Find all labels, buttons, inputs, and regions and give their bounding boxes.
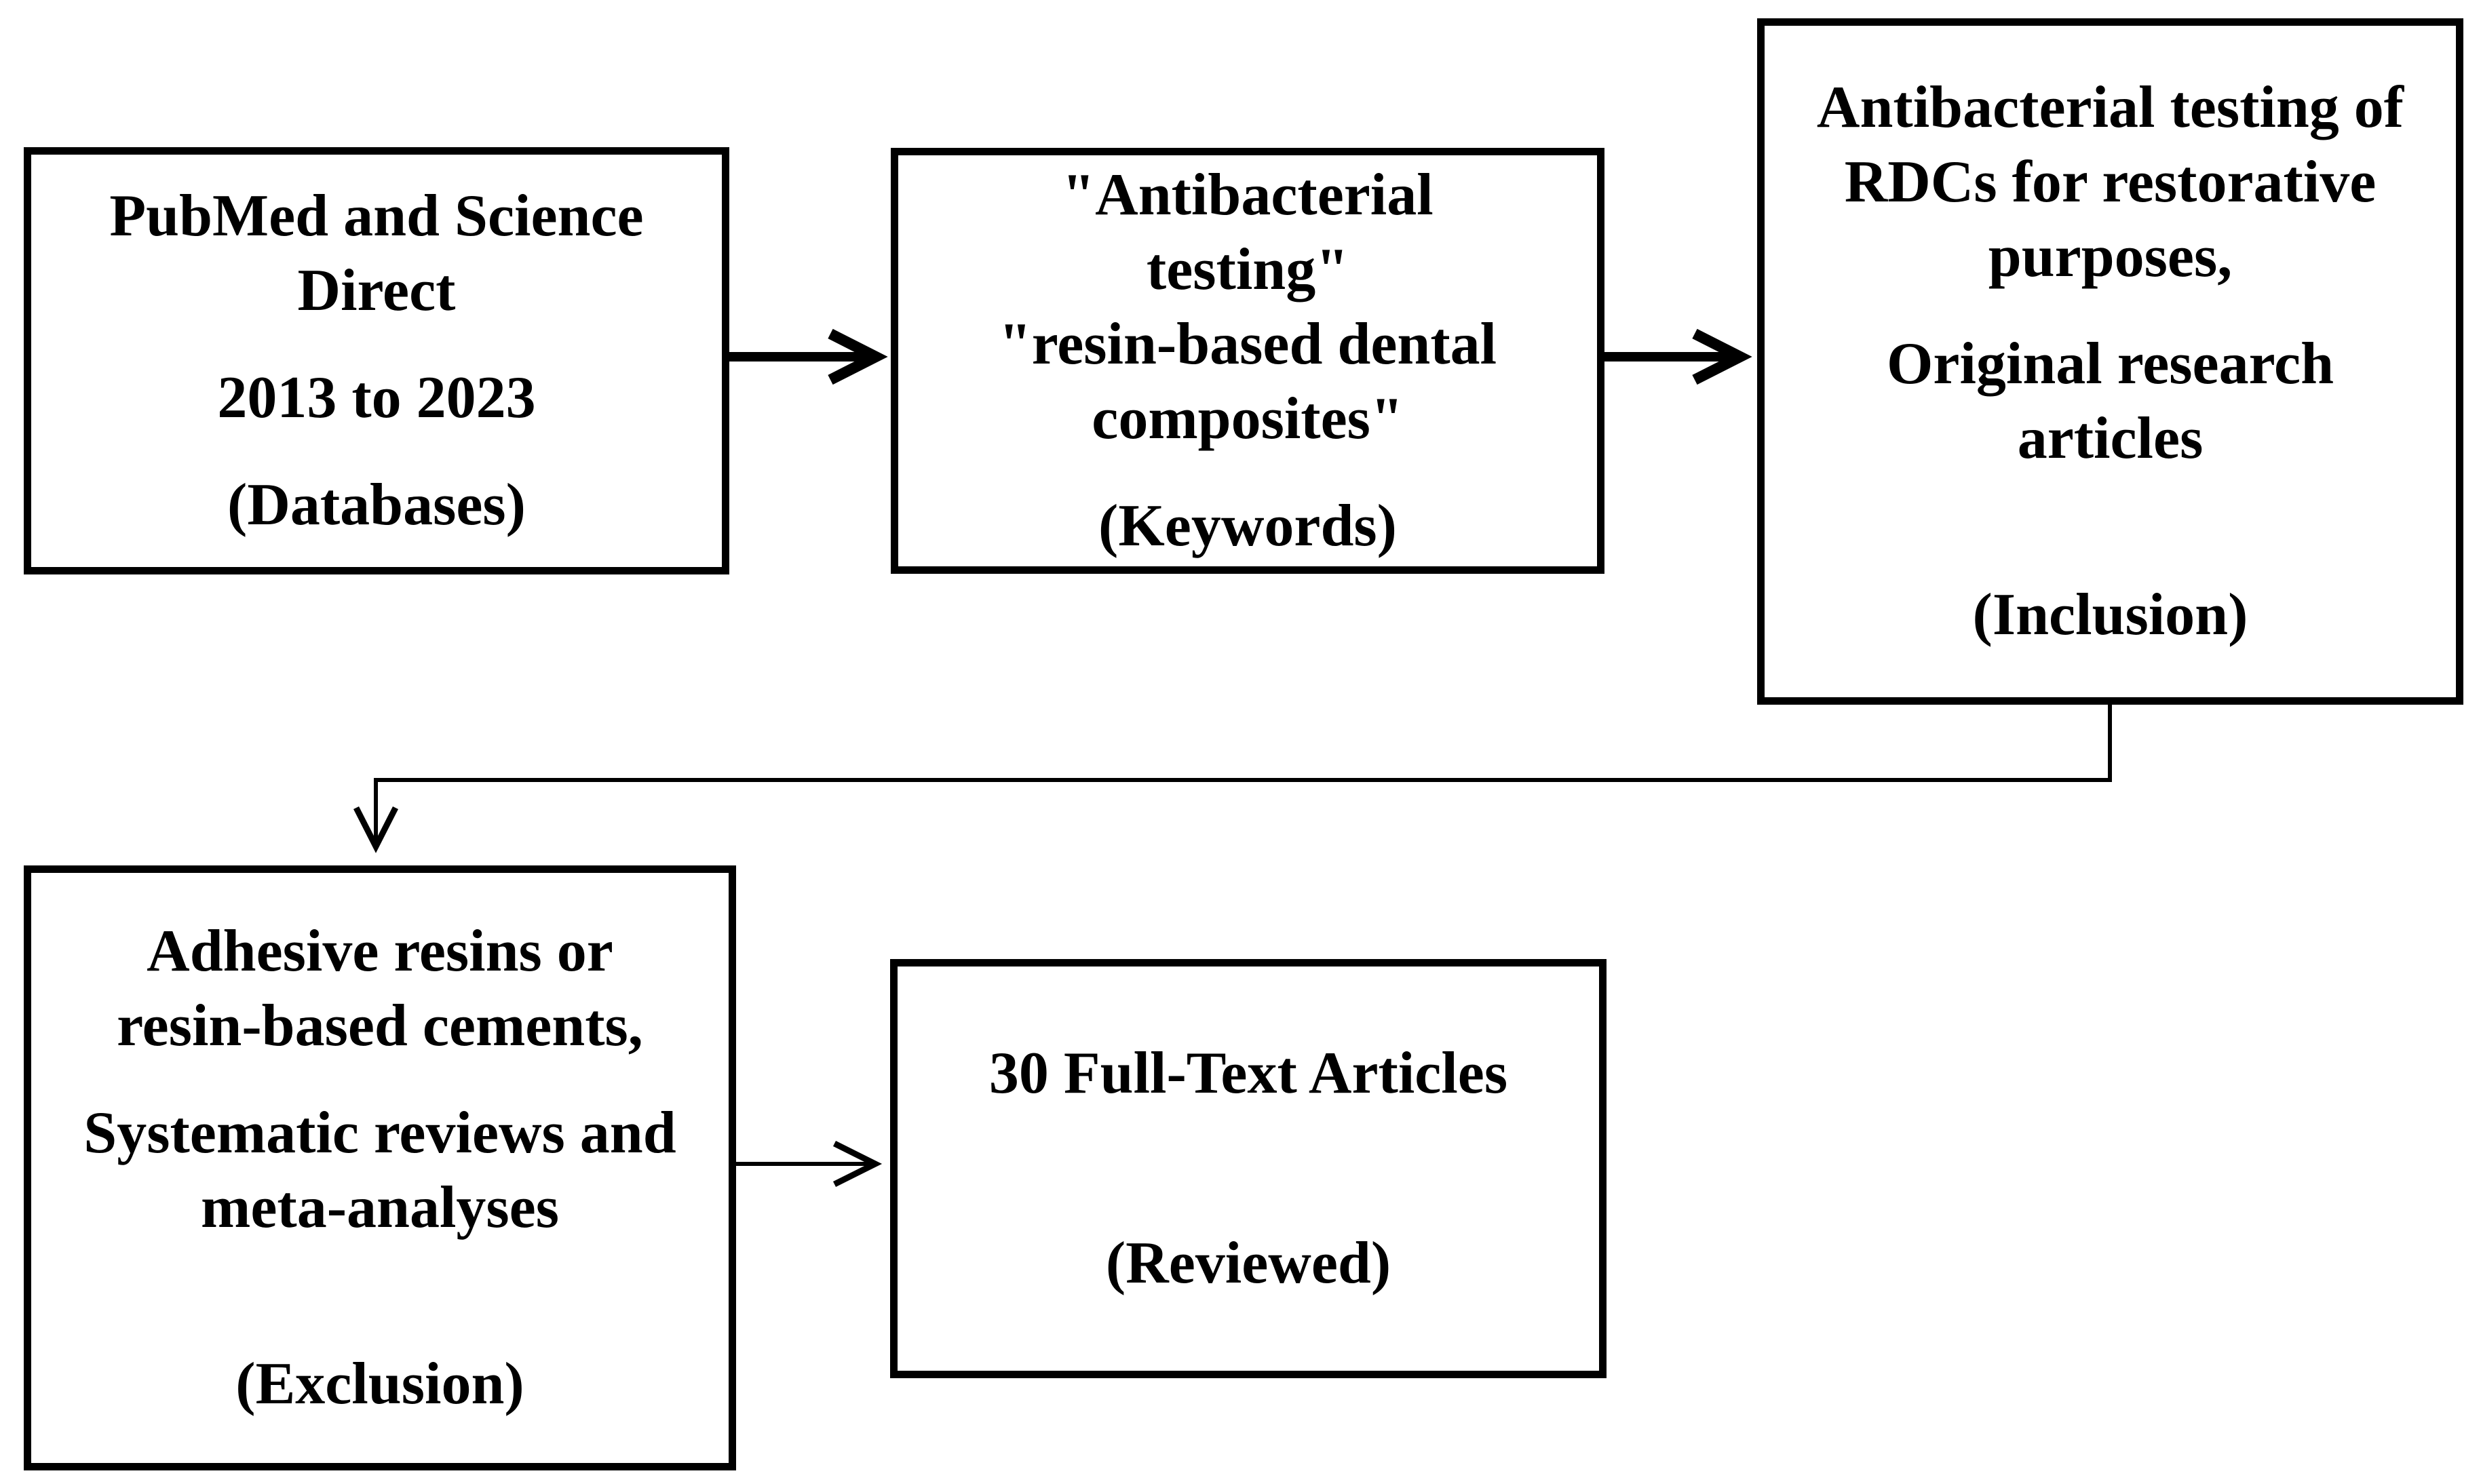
exclusion-stage-label: (Exclusion) xyxy=(235,1351,524,1417)
databases-years: 2013 to 2023 xyxy=(217,365,536,431)
reviewed-count-line: 30 Full-Text Articles xyxy=(988,1040,1508,1106)
inclusion-stage-label: (Inclusion) xyxy=(1972,582,2248,648)
databases-stage-label: (Databases) xyxy=(227,472,526,538)
arrow-databases-to-keywords-icon xyxy=(729,328,888,385)
keywords-text-line: testing" xyxy=(1146,237,1349,302)
inclusion-text-line: Original research xyxy=(1886,331,2334,397)
databases-text-line: Direct xyxy=(297,258,456,324)
databases-text-line: PubMed and Science xyxy=(109,183,644,249)
box-reviewed: 30 Full-Text Articles (Reviewed) xyxy=(890,959,1607,1378)
box-databases: PubMed and Science Direct 2013 to 2023 (… xyxy=(24,147,729,574)
inclusion-text-line: purposes, xyxy=(1988,224,2233,290)
box-inclusion: Antibacterial testing of RDCs for restor… xyxy=(1757,18,2463,705)
keywords-text-line: "Antibacterial xyxy=(1062,162,1434,228)
exclusion-text-line: Adhesive resins or xyxy=(147,918,613,984)
keywords-text-line: "resin-based dental xyxy=(998,311,1497,377)
keywords-stage-label: (Keywords) xyxy=(1098,493,1397,559)
arrow-exclusion-to-reviewed-icon xyxy=(733,1140,883,1188)
exclusion-text-line: resin-based cements, xyxy=(117,993,643,1059)
exclusion-text-line: Systematic reviews and xyxy=(83,1100,676,1166)
keywords-text-line: composites" xyxy=(1092,386,1404,452)
inclusion-text-line: RDCs for restorative xyxy=(1844,149,2377,215)
box-exclusion: Adhesive resins or resin-based cements, … xyxy=(24,865,736,1470)
inclusion-text-line: articles xyxy=(2017,406,2204,471)
connector-inclusion-to-exclusion-icon xyxy=(353,701,2112,853)
arrow-keywords-to-inclusion-icon xyxy=(1604,328,1752,385)
inclusion-text-line: Antibacterial testing of xyxy=(1816,75,2404,140)
box-keywords: "Antibacterial testing" "resin-based den… xyxy=(891,148,1604,574)
exclusion-text-line: meta-analyses xyxy=(201,1175,559,1241)
reviewed-stage-label: (Reviewed) xyxy=(1105,1230,1391,1296)
